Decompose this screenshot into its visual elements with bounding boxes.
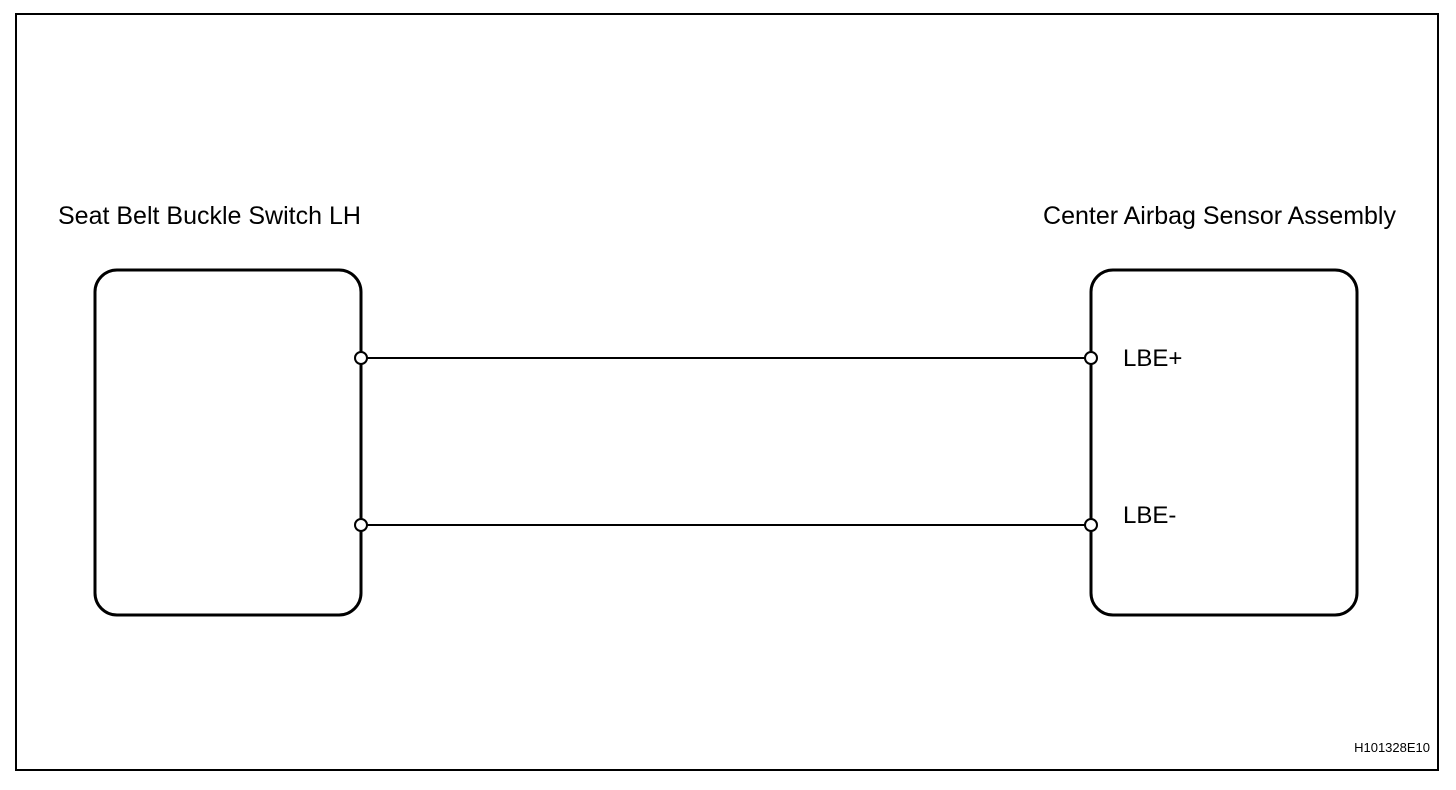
diagram-frame <box>15 13 1439 771</box>
seat-belt-buckle-switch-box <box>93 268 363 617</box>
left-component-label: Seat Belt Buckle Switch LH <box>58 202 361 230</box>
right-component-label: Center Airbag Sensor Assembly <box>1043 202 1396 230</box>
left-terminal-top <box>354 351 368 365</box>
center-airbag-sensor-box <box>1089 268 1359 617</box>
left-terminal-bottom <box>354 518 368 532</box>
terminal-label-lbe-plus: LBE+ <box>1123 345 1182 372</box>
right-terminal-lbe-plus <box>1084 351 1098 365</box>
terminal-label-lbe-minus: LBE- <box>1123 502 1176 529</box>
right-terminal-lbe-minus <box>1084 518 1098 532</box>
figure-code: H101328E10 <box>1354 740 1430 755</box>
